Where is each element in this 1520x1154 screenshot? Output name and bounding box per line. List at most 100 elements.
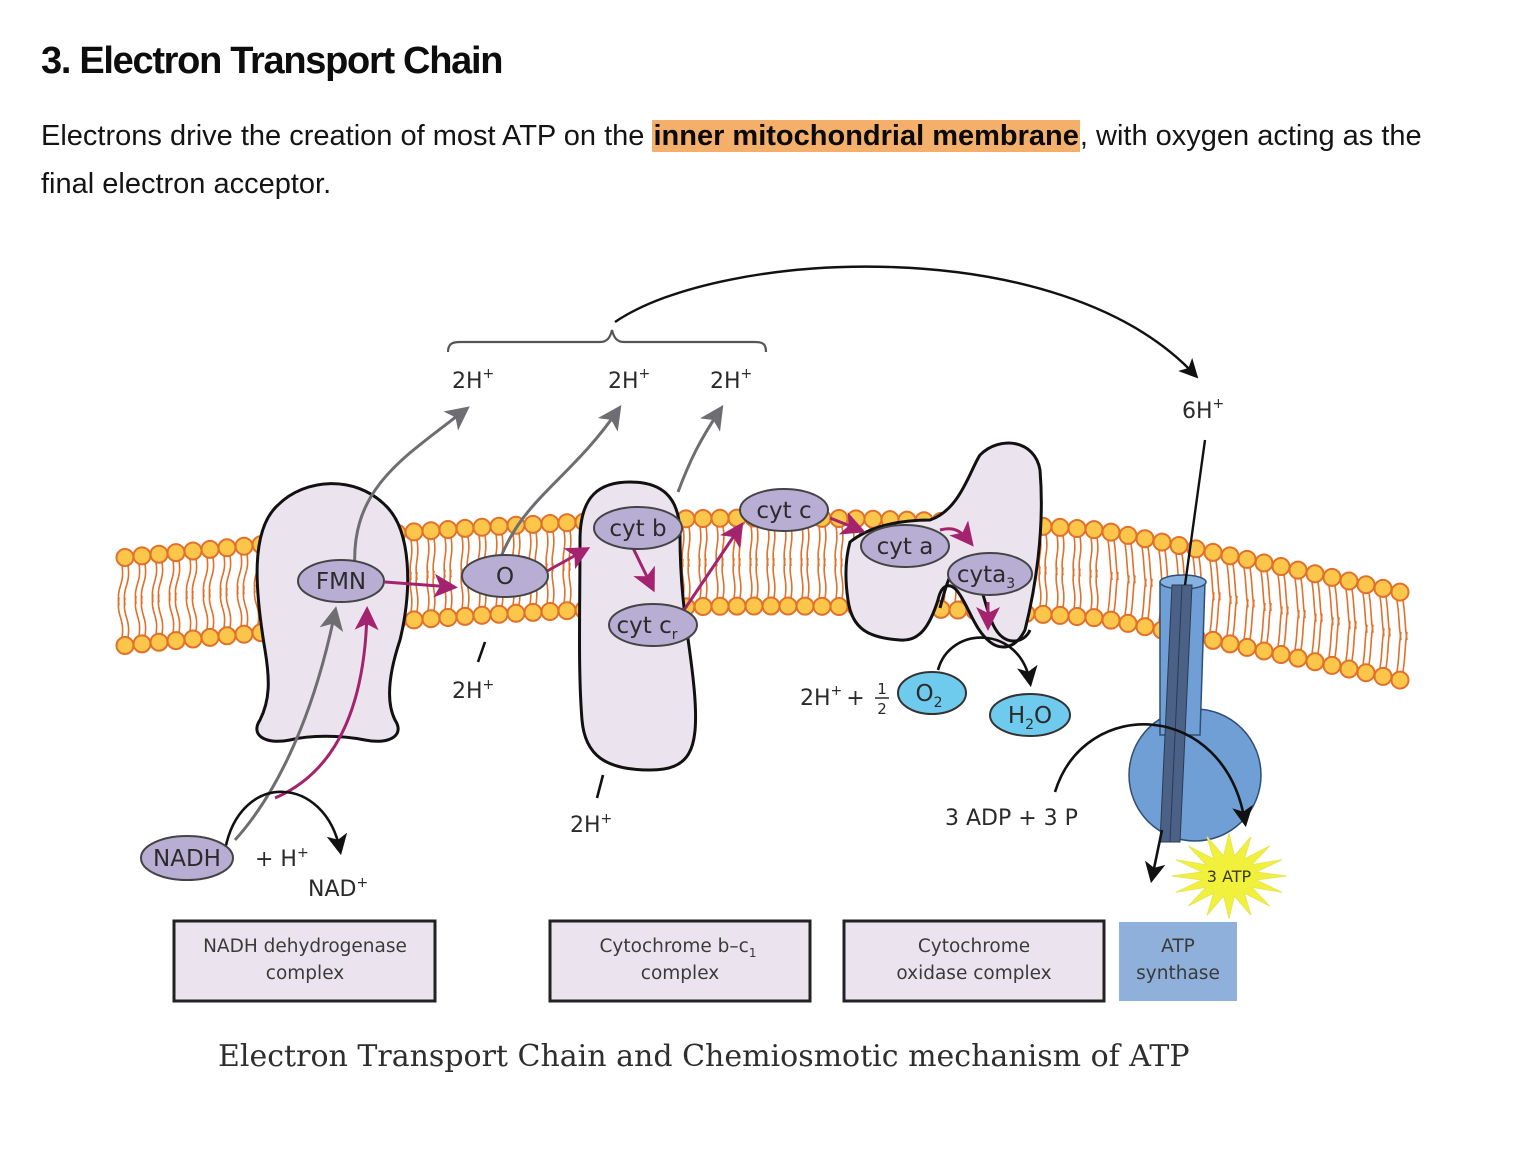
cyt-a3-carrier: cyta3: [947, 552, 1033, 596]
nadh-dehydrogenase-complex-shape: [255, 482, 410, 743]
atp-burst-label: 3 ATP: [1207, 867, 1252, 886]
lipid-tail: [117, 597, 124, 638]
lipid-head: [234, 624, 254, 644]
lipid-tail: [1362, 624, 1368, 665]
etc-diagram: 2H+ 2H+ 2H+ 6H+ FMN O cyt b cyt cr cyt c: [100, 230, 1440, 1100]
lipid-head: [1203, 630, 1223, 650]
svg-text:ATP: ATP: [1161, 936, 1195, 957]
lipid-tail: [443, 569, 447, 610]
lipid-head: [404, 522, 424, 542]
lipid-tail: [157, 594, 164, 635]
lipid-head: [1118, 525, 1138, 545]
lipid-head: [1118, 613, 1138, 633]
lipid-head: [455, 606, 475, 626]
lipid-head: [744, 596, 764, 616]
lipid-tail: [1266, 602, 1272, 644]
lipid-tail: [1334, 617, 1340, 658]
proton-label-synthase: 6H+: [1182, 396, 1224, 424]
lipid-tail: [1107, 572, 1113, 613]
lipid-tail: [1294, 610, 1300, 651]
svg-text:NADH: NADH: [153, 846, 221, 872]
lipid-head: [489, 604, 509, 624]
lipid-tail: [545, 563, 549, 604]
lipid-head: [183, 629, 203, 649]
complex-box-cytochrome-bc1: Cytochrome b–c1 complex: [548, 919, 812, 1003]
lipid-tail: [823, 558, 827, 599]
lipid-head: [1152, 532, 1172, 552]
lipid-tail: [1044, 566, 1048, 607]
lipid-head: [1135, 529, 1155, 549]
lipid-tail: [732, 558, 736, 599]
lipid-tail: [449, 569, 453, 610]
lipid-head: [1373, 578, 1393, 598]
atp-burst-star: [1171, 833, 1287, 919]
lipid-head: [1390, 582, 1410, 602]
lipid-head: [557, 513, 577, 533]
lipid-tail: [1317, 613, 1323, 654]
lipid-tail: [134, 595, 141, 636]
lipid-head: [1084, 608, 1104, 628]
lipid-head: [421, 521, 441, 541]
lipid-head: [812, 596, 832, 616]
lipid-head: [472, 605, 492, 625]
lipid-tail: [1351, 620, 1357, 662]
lipid-head: [1322, 655, 1342, 675]
complex-box-nadh-dehydrogenase: NADH dehydrogenase complex: [172, 919, 437, 1003]
oxygen-reaction-arrow: [936, 636, 1038, 688]
lipid-tail: [1368, 624, 1374, 665]
lipid-head: [1356, 575, 1376, 595]
lipid-head: [1322, 567, 1342, 587]
lipid-tail: [242, 586, 249, 627]
lipid-tail: [1300, 610, 1306, 651]
lipid-head: [1271, 645, 1291, 665]
lipid-tail: [772, 557, 776, 599]
lipid-tail: [1124, 575, 1130, 616]
lipid-tail: [1232, 595, 1238, 636]
lipid-tail: [1130, 575, 1136, 616]
atp-synthase-shape: [1128, 574, 1262, 843]
lipid-head: [1356, 663, 1376, 683]
lipid-head: [693, 509, 713, 529]
lipid-tail: [409, 571, 413, 613]
lipid-head: [829, 597, 849, 617]
lipid-tail: [253, 584, 260, 625]
lipid-tail: [1055, 567, 1059, 608]
lipid-tail: [766, 557, 770, 599]
proton-arrow-q: [496, 405, 622, 566]
lipid-head: [1305, 564, 1325, 584]
lipid-head: [778, 596, 798, 616]
lipid-tail: [1226, 595, 1232, 636]
lipid-tail: [749, 557, 753, 599]
lipid-tail: [789, 557, 793, 599]
lipid-tail: [1038, 566, 1042, 607]
paragraph-text-start: Electrons drive the creation of most ATP…: [41, 120, 653, 152]
lipid-tail: [415, 571, 419, 613]
svg-text:cyta3: cyta3: [957, 562, 1015, 592]
electron-arrow-cytb-cytc1: [631, 547, 655, 593]
lipid-head: [489, 516, 509, 536]
proton-arrow-nadh: [233, 606, 344, 842]
cyt-a-carrier: cyt a: [860, 524, 950, 568]
ubiquinone-carrier: O: [461, 554, 549, 598]
lipid-head: [421, 609, 441, 629]
lipid-tail: [1379, 628, 1385, 669]
lipid-tail: [755, 557, 759, 599]
lipid-head: [1067, 519, 1087, 539]
lipid-head: [1084, 520, 1104, 540]
lipid-tail: [208, 589, 215, 630]
svg-text:complex: complex: [641, 963, 719, 984]
lipid-tail: [687, 558, 691, 599]
lipid-tail: [219, 587, 226, 628]
proton-label-matrix-2: 2H+: [570, 811, 612, 838]
lipid-head: [1288, 648, 1308, 668]
nadh-plus-proton-label: + H+: [255, 845, 309, 872]
lipid-tail: [1072, 568, 1076, 609]
lipid-tail: [1243, 599, 1249, 640]
lipid-tail: [1402, 631, 1408, 673]
svg-text:cyt b: cyt b: [609, 516, 666, 542]
nadh-molecule: NADH: [140, 835, 234, 881]
svg-text:O2: O2: [915, 681, 942, 711]
lipid-head: [132, 546, 152, 566]
lipid-tail: [432, 570, 436, 611]
complex-box-atp-synthase: ATP synthase: [1119, 922, 1237, 1001]
